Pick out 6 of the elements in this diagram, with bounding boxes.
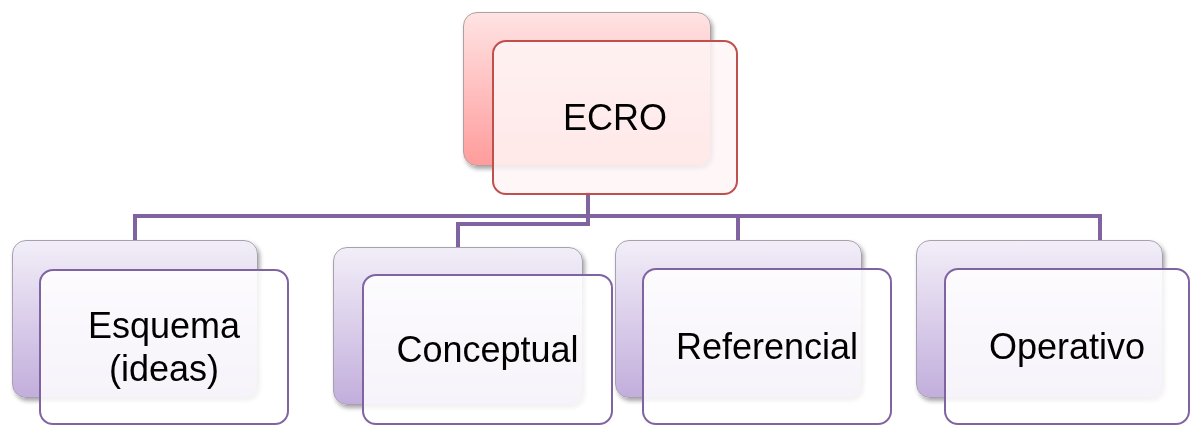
box-label: ECRO (563, 95, 667, 140)
box-label: Operativo (988, 324, 1146, 369)
connector-line (586, 192, 1102, 240)
box-label: Referencial (675, 324, 859, 369)
box-label: Conceptual (396, 327, 579, 372)
box-label: Esquema (ideas) (86, 303, 242, 391)
